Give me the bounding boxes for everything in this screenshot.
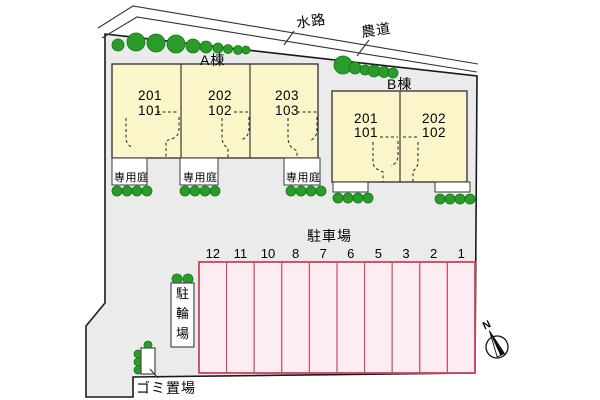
garden-label-a2: 専用庭: [183, 170, 218, 184]
tree-icon: [189, 185, 201, 197]
farm-road-label: 農道: [360, 20, 392, 40]
garden-box-b1: [332, 181, 369, 193]
tree-icon: [362, 192, 374, 204]
tree-icon: [111, 185, 123, 197]
garden-label-a3: 専用庭: [286, 170, 321, 184]
garden-box-a1: [111, 157, 148, 186]
tree-icon: [126, 32, 146, 52]
tree-icon: [295, 185, 307, 197]
garden-box-a2: [179, 157, 219, 186]
compass-north-label: N: [481, 318, 493, 332]
tree-icon: [212, 42, 224, 54]
building-b-label: B棟: [387, 76, 412, 92]
tree-icon: [199, 185, 211, 197]
tree-icon: [434, 193, 446, 205]
parking-space: [281, 261, 310, 374]
tree-icon: [454, 193, 466, 205]
waterway-label: 水路: [295, 11, 327, 31]
parking-space-number: 8: [292, 246, 299, 261]
tree-icon: [305, 185, 317, 197]
parking-space-number: 12: [206, 246, 220, 261]
parking-space: [308, 261, 338, 374]
compass-icon: N: [481, 318, 509, 359]
waterway-line-inner: [101, 16, 478, 73]
bicycle-parking-box: [170, 282, 195, 348]
farm-road-leader-line: [356, 39, 370, 57]
waterway-leader-line: [283, 30, 295, 46]
tree-icon: [121, 185, 133, 197]
garden-label-a1: 専用庭: [114, 170, 149, 184]
unit-a1-lower: 101: [138, 103, 162, 118]
unit-b1-lower: 101: [354, 125, 378, 140]
parking-space: [446, 261, 476, 374]
tree-icon: [166, 34, 186, 54]
parking-label: 駐車場: [307, 228, 352, 244]
unit-a3-lower: 103: [275, 103, 299, 118]
parking-space: [336, 261, 366, 374]
tree-icon: [233, 45, 243, 55]
parking-space: [364, 261, 393, 374]
tree-icon: [333, 55, 353, 75]
unit-a2-lower: 102: [208, 103, 232, 118]
unit-b1-upper: 201: [354, 111, 378, 126]
waterway-line-outer: [97, 5, 479, 65]
parking-space-number: 7: [320, 246, 327, 261]
tree-icon: [141, 185, 153, 197]
tree-icon: [285, 185, 297, 197]
tree-icon: [332, 192, 344, 204]
parking-space-number: 1: [458, 246, 465, 261]
unit-b2-lower: 102: [422, 125, 446, 140]
building-a-entry-path-1: [125, 111, 180, 158]
tree-icon: [352, 192, 364, 204]
parking-space-number: 3: [402, 246, 409, 261]
garbage-box: [140, 347, 156, 375]
parking-space: [226, 261, 255, 374]
tree-icon: [131, 185, 143, 197]
parking-space: [253, 261, 283, 374]
building-a-entry-path-2: [221, 111, 250, 158]
bicycle-parking-label: 駐輪場: [176, 286, 189, 341]
parking-lot: 12 11 10 8 7 6 5 3 2 1: [198, 246, 476, 374]
parking-space: [391, 261, 421, 374]
parking-space: [419, 261, 448, 374]
tree-icon: [209, 185, 221, 197]
unit-a2-upper: 202: [208, 88, 232, 103]
tree-icon: [315, 185, 327, 197]
tree-icon: [241, 45, 251, 55]
parking-lot-outline: [198, 261, 476, 374]
compass-needle-east: [488, 330, 506, 356]
parking-space-number: 11: [234, 246, 248, 261]
building-b-entry-path-1: [372, 136, 399, 182]
parking-space: [198, 261, 228, 374]
unit-b2-upper: 202: [422, 111, 446, 126]
parking-space-number: 10: [261, 246, 275, 261]
tree-icon: [185, 38, 201, 54]
tree-icon: [146, 33, 166, 53]
garbage-leader-line: [149, 368, 159, 379]
garden-box-a3: [283, 157, 321, 186]
tree-icon: [444, 193, 456, 205]
tree-icon: [111, 38, 125, 52]
unit-a3-upper: 203: [275, 88, 299, 103]
building-a-entry-path-3: [287, 111, 318, 158]
parking-space-number: 5: [375, 246, 382, 261]
building-b-entry-path-2: [403, 136, 419, 182]
parking-space-number: 2: [430, 246, 437, 261]
tree-icon: [348, 61, 362, 75]
garden-box-b2: [434, 181, 471, 193]
tree-icon: [387, 67, 399, 79]
tree-icon: [342, 192, 354, 204]
building-a: [111, 63, 319, 159]
tree-icon: [179, 185, 191, 197]
tree-icon: [223, 44, 233, 54]
tree-icon: [199, 40, 213, 54]
parking-space-number: 6: [347, 246, 354, 261]
tree-icon: [464, 193, 476, 205]
garbage-label: ゴミ置場: [136, 380, 196, 396]
building-a-label: A棟: [200, 52, 225, 68]
unit-a1-upper: 201: [138, 88, 162, 103]
